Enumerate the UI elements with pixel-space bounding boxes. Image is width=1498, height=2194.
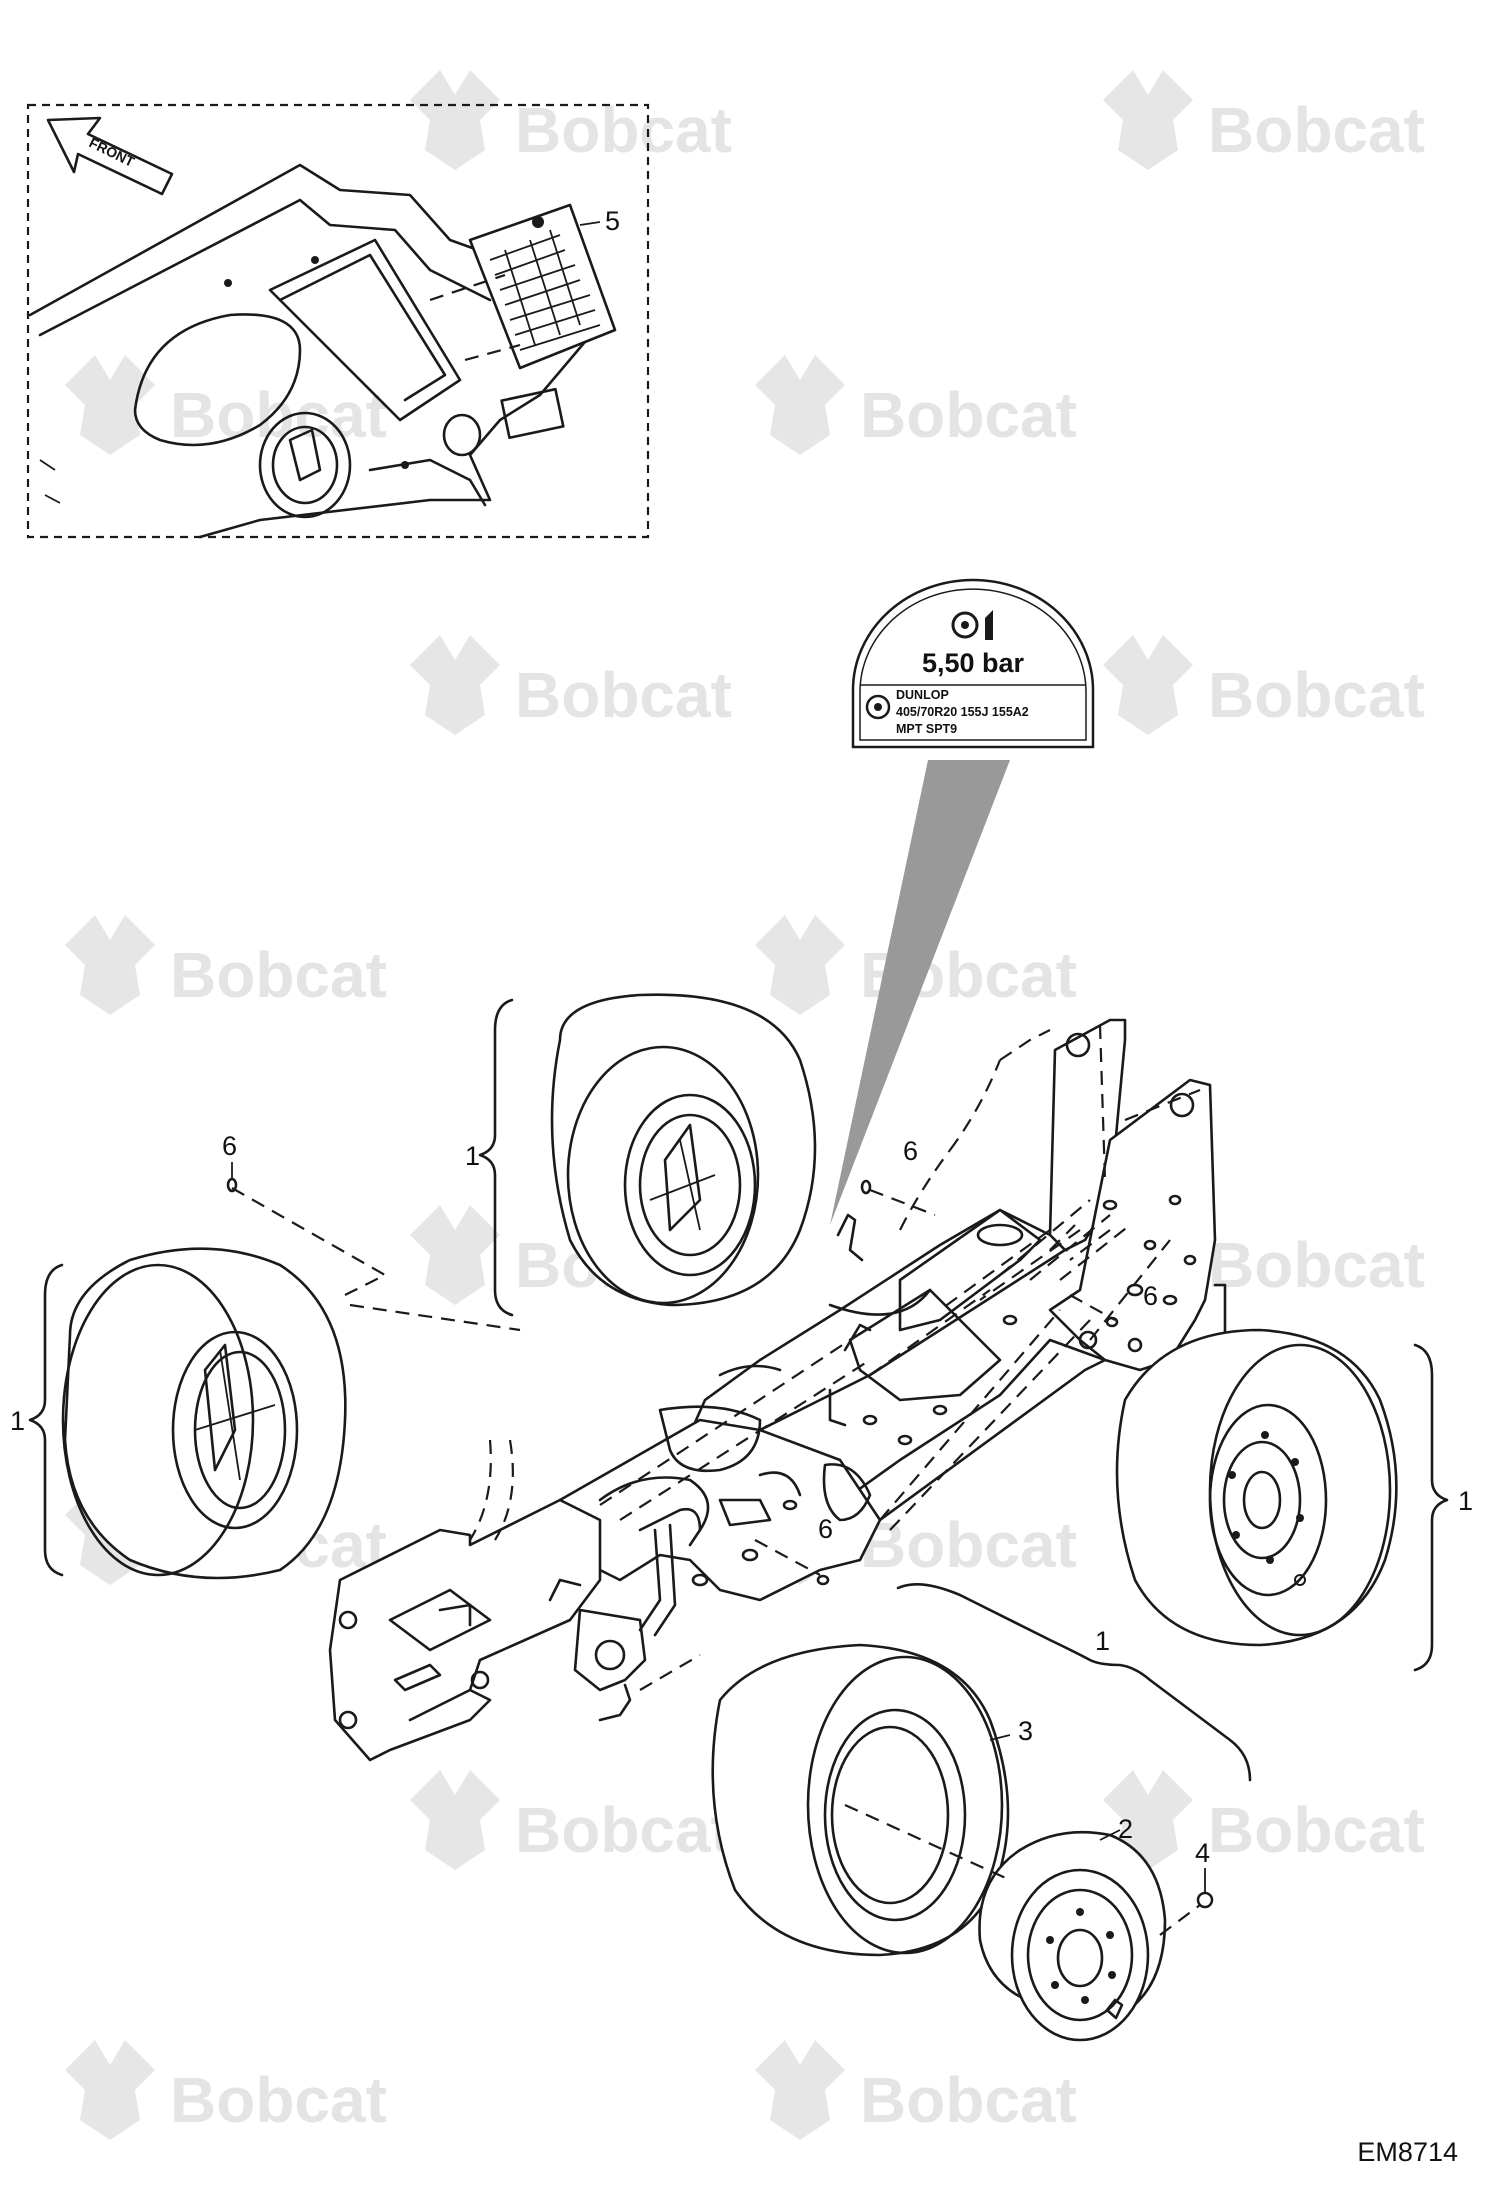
tire-brand: DUNLOP bbox=[896, 688, 949, 702]
bobcat-logo-icon bbox=[755, 355, 845, 455]
callout-tire: 3 bbox=[1018, 1716, 1033, 1746]
callout-rim: 2 bbox=[1118, 1814, 1133, 1844]
watermark: Bobcat bbox=[1103, 635, 1425, 735]
watermark-text: Bobcat bbox=[860, 2064, 1077, 2136]
inset-detail: FRONT bbox=[26, 103, 650, 539]
callout-valve-top-left: 6 bbox=[222, 1131, 237, 1161]
callout-5: 5 bbox=[605, 206, 620, 236]
watermark-text: Bobcat bbox=[515, 659, 732, 731]
watermark-text: Bobcat bbox=[1208, 1794, 1425, 1866]
bobcat-logo-icon bbox=[65, 915, 155, 1015]
watermark-text: Bobcat bbox=[170, 379, 387, 451]
valve-stems bbox=[226, 1177, 1119, 1586]
tire-pressure-label: 5,50 bar DUNLOP 405/70R20 155J 155A2 MPT… bbox=[830, 578, 1095, 1225]
watermark-text: Bobcat bbox=[170, 2064, 387, 2136]
assembly-brackets bbox=[28, 998, 1449, 1782]
watermark: Bobcat bbox=[410, 70, 732, 170]
callout-wheel-exploded: 1 bbox=[1095, 1626, 1110, 1656]
tire-pressure-value: 5,50 bar bbox=[922, 648, 1025, 678]
tire-brand-icon bbox=[865, 694, 891, 720]
lug-nut bbox=[1196, 1891, 1214, 1909]
watermark: Bobcat bbox=[65, 915, 387, 1015]
callout-wheel-top: 1 bbox=[465, 1141, 480, 1171]
bobcat-logo-icon bbox=[410, 70, 500, 170]
wheel-right bbox=[1115, 1328, 1398, 1647]
tire-spec: 405/70R20 155J 155A2 bbox=[896, 705, 1029, 719]
tire-gauge-icon bbox=[951, 610, 993, 640]
bobcat-logo-icon bbox=[410, 1205, 500, 1305]
bobcat-logo-icon bbox=[755, 2040, 845, 2140]
watermark-text: Bobcat bbox=[170, 939, 387, 1011]
bobcat-logo-icon bbox=[1103, 70, 1193, 170]
rim-bolt-holes bbox=[1046, 1908, 1116, 2004]
bobcat-logo-icon bbox=[65, 2040, 155, 2140]
label-pointer bbox=[830, 760, 1010, 1225]
tire-model: MPT SPT9 bbox=[896, 722, 957, 736]
watermark-text: Bobcat bbox=[1208, 94, 1425, 166]
callout-wheel-right: 1 bbox=[1458, 1486, 1473, 1516]
bobcat-logo-icon bbox=[1103, 635, 1193, 735]
bobcat-logo-icon bbox=[65, 355, 155, 455]
tire-exploded bbox=[711, 1643, 1010, 1957]
watermark: Bobcat bbox=[1103, 70, 1425, 170]
watermark: Bobcat bbox=[755, 355, 1077, 455]
watermark: Bobcat bbox=[755, 2040, 1077, 2140]
rim-exploded bbox=[978, 1830, 1167, 2042]
wheel-top bbox=[550, 993, 817, 1307]
callout-valve-bottom: 6 bbox=[818, 1514, 833, 1544]
watermark-text: Bobcat bbox=[1208, 1229, 1425, 1301]
wheel-left bbox=[61, 1247, 347, 1580]
watermark: Bobcat bbox=[65, 355, 387, 455]
callout-numbers: 1 1 1 1 6 6 6 6 3 2 4 bbox=[10, 1131, 1473, 1868]
watermark-text: Bobcat bbox=[515, 1794, 732, 1866]
callout-nut: 4 bbox=[1195, 1838, 1210, 1868]
lug-bolts bbox=[1228, 1431, 1304, 1564]
watermark: Bobcat bbox=[65, 2040, 387, 2140]
watermark-text: Bobcat bbox=[860, 1509, 1077, 1581]
callout-valve-right: 6 bbox=[1143, 1281, 1158, 1311]
callout-wheel-left: 1 bbox=[10, 1406, 25, 1436]
watermark-layer: Bobcat Bobcat Bobcat Bobcat Bobcat Bobca… bbox=[65, 70, 1425, 2140]
dashboard-panel bbox=[28, 163, 597, 539]
hidden-edges bbox=[349, 1024, 1201, 1691]
bobcat-logo-icon bbox=[755, 915, 845, 1015]
drawing-code: EM8714 bbox=[1357, 2137, 1458, 2167]
watermark-text: Bobcat bbox=[860, 379, 1077, 451]
decal-sticker bbox=[468, 203, 617, 370]
leader-lines bbox=[231, 1162, 1206, 1936]
bobcat-logo-icon bbox=[410, 635, 500, 735]
watermark: Bobcat bbox=[1103, 1770, 1425, 1870]
watermark: Bobcat bbox=[410, 635, 732, 735]
watermark: Bobcat bbox=[410, 1770, 732, 1870]
bobcat-logo-icon bbox=[410, 1770, 500, 1870]
inset-border bbox=[26, 103, 650, 539]
watermark-text: Bobcat bbox=[1208, 659, 1425, 731]
callout-valve-top-center: 6 bbox=[903, 1136, 918, 1166]
front-arrow-icon: FRONT bbox=[46, 116, 174, 196]
